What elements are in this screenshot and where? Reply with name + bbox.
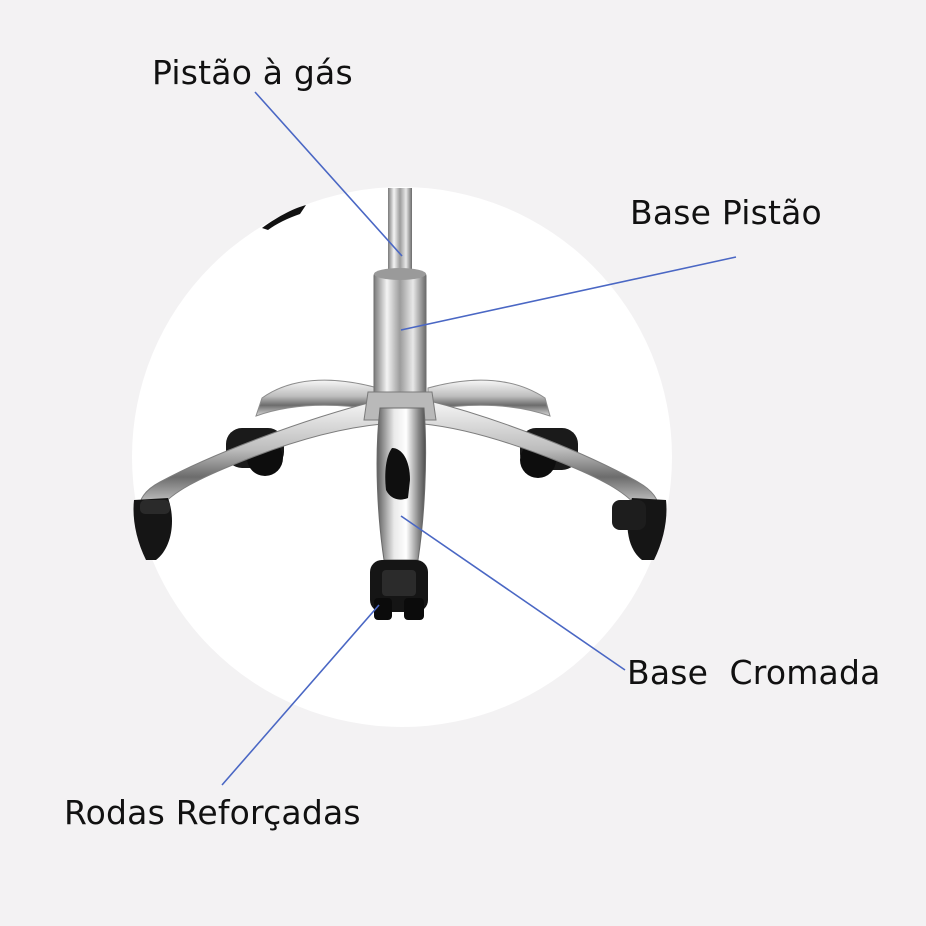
callout-gas-piston: Pistão à gás (152, 53, 353, 92)
callout-piston-base: Base Pistão (630, 193, 822, 232)
seat-edge (262, 205, 306, 230)
front-arm-shadow (385, 448, 410, 500)
leader-chrome-base (400, 515, 626, 671)
leader-piston-base (400, 256, 737, 331)
piston-base-top (374, 268, 426, 280)
rear-arm-right (427, 379, 551, 417)
leader-wheels (221, 604, 380, 786)
rear-arm-left (255, 379, 379, 417)
gas-piston-rod (388, 188, 412, 276)
leader-gas-piston (254, 91, 403, 257)
callout-wheels: Rodas Reforçadas (64, 793, 361, 832)
callout-chrome-base: Base Cromada (627, 653, 881, 692)
front-caster-right (612, 498, 667, 560)
piston-base-cylinder (373, 271, 427, 399)
front-caster-left (133, 498, 172, 560)
front-caster-center (370, 560, 428, 620)
